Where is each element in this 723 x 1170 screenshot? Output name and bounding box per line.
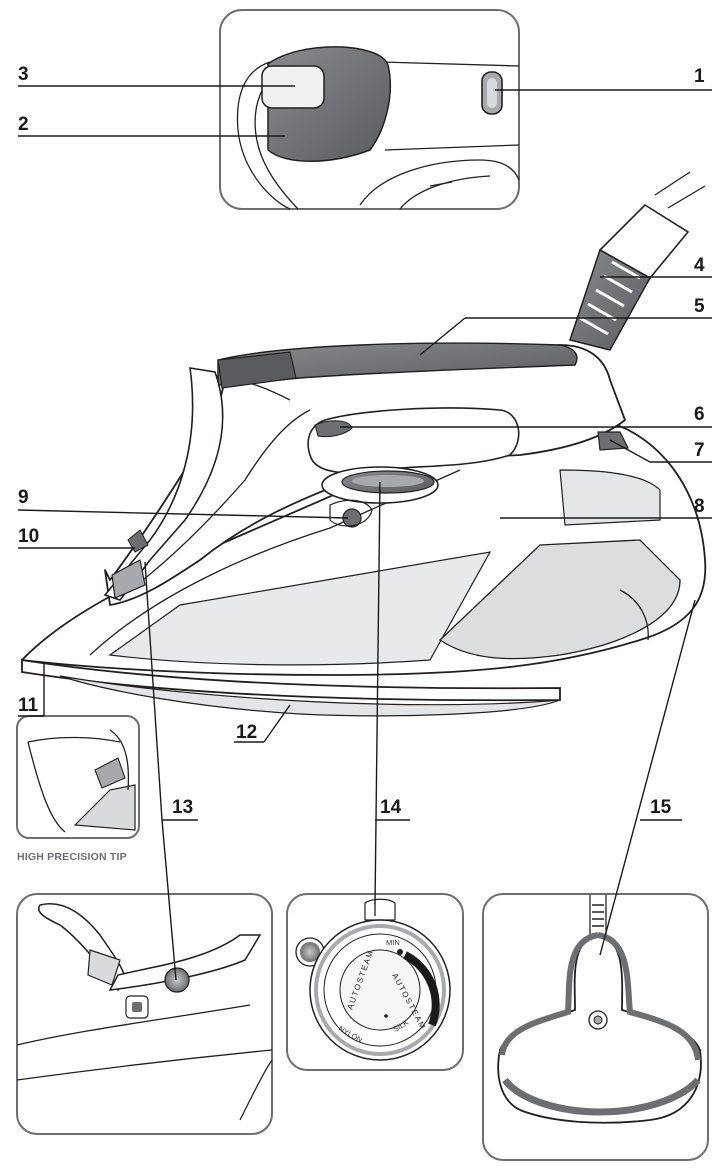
water-fill-detail-panel [16,893,273,1135]
steam-boost-trigger [314,420,353,438]
callout-12: 12 [236,722,257,743]
callout-11: 11 [18,695,39,716]
water-tank-fill-cap [164,967,190,993]
callout-5: 5 [694,296,705,317]
callout-2: 2 [18,114,29,135]
top-detail-panel [219,9,520,210]
callout-6: 6 [694,404,705,425]
callout-7: 7 [694,440,705,461]
callout-10: 10 [18,526,39,547]
callout-13: 13 [172,797,193,818]
dial-detail-panel: MIN AUTOSTEAM AUTOSTEAM NYLON SILK [286,893,464,1071]
callout-3: 3 [18,64,29,85]
heel-rest-detail-panel [482,893,709,1161]
callout-14: 14 [380,797,402,818]
precision-tip-inset: HIGH PRECISION TIP [16,715,140,863]
callout-1: 1 [694,66,705,87]
callout-8: 8 [694,496,705,517]
callout-9: 9 [18,487,29,508]
leader-lines [17,85,712,981]
callout-numbers: 1 2 3 4 5 6 7 8 9 10 11 12 13 14 15 [18,64,705,818]
callout-4: 4 [694,255,705,276]
callout-15: 15 [650,797,672,818]
high-precision-tip-caption: HIGH PRECISION TIP [17,851,127,863]
dial-min-label: MIN [386,938,400,947]
spray-button [261,65,325,109]
iron-main-illustration [21,171,707,717]
